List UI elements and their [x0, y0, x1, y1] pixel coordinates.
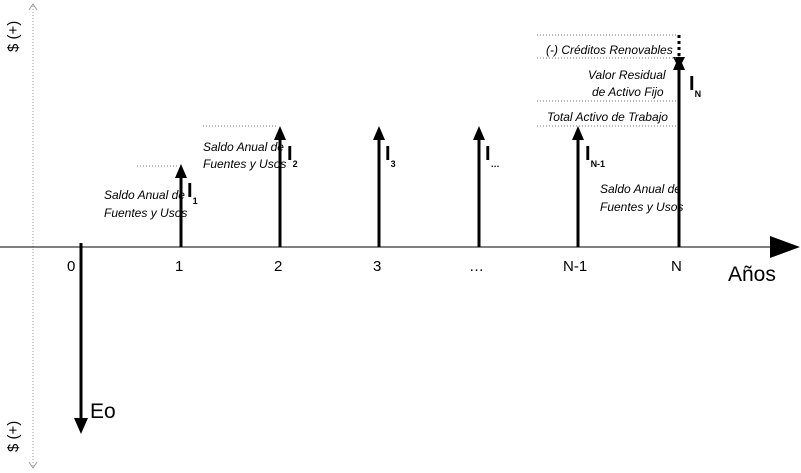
y-axis-label-top: $ (+)	[5, 21, 22, 52]
flow-arrow-n-1	[572, 126, 584, 247]
tick-label-n-1: N-1	[563, 258, 587, 275]
flow-arrow-ellipsis	[473, 126, 485, 247]
flow-arrow-1	[175, 164, 187, 247]
saldo-label-year1-line2: Fuentes y Usos	[104, 206, 187, 220]
flow-arrow-n	[673, 35, 685, 247]
tick-label-0: 0	[67, 258, 75, 275]
investment-arrow-head	[74, 418, 88, 434]
saldo-label-yearN-line1: Saldo Anual de	[600, 182, 681, 196]
flow-label-ellipsis: I…	[485, 143, 500, 169]
y-axis-bottom-chevron	[28, 461, 38, 469]
y-axis-top-chevron	[28, 3, 38, 11]
saldo-label-yearN-line2: Fuentes y Usos	[600, 200, 683, 214]
flow-label-n-1: IN-1	[585, 143, 605, 169]
flow-label-2: I2	[287, 143, 298, 169]
tick-label-n: N	[671, 258, 682, 275]
saldo-label-year2-line1: Saldo Anual de	[203, 140, 284, 154]
tick-label-2: 2	[274, 258, 282, 275]
valor-residual-label-line1: Valor Residual	[588, 68, 666, 82]
y-axis-label-bottom: $ (+)	[5, 421, 22, 452]
flow-arrow-2	[274, 126, 286, 247]
flow-arrow-3	[373, 126, 385, 247]
total-activo-label: Total Activo de Trabajo	[547, 110, 668, 124]
tick-label-ellipsis: …	[469, 258, 484, 275]
time-axis-title: Años	[728, 263, 776, 286]
investment-label: Eo	[90, 400, 116, 423]
flow-label-1: I1	[187, 180, 198, 206]
tick-label-1: 1	[175, 258, 183, 275]
valor-residual-label-line2: de Activo Fijo	[592, 85, 664, 99]
saldo-label-year1-line1: Saldo Anual de	[104, 188, 185, 202]
flow-label-n: IN	[689, 73, 701, 99]
creditos-renovables-label: (-) Créditos Renovables	[546, 43, 673, 57]
saldo-label-year2-line2: Fuentes y Usos	[203, 157, 286, 171]
tick-label-3: 3	[373, 258, 381, 275]
flow-label-3: I3	[385, 143, 396, 169]
time-axis-arrowhead	[770, 236, 800, 258]
